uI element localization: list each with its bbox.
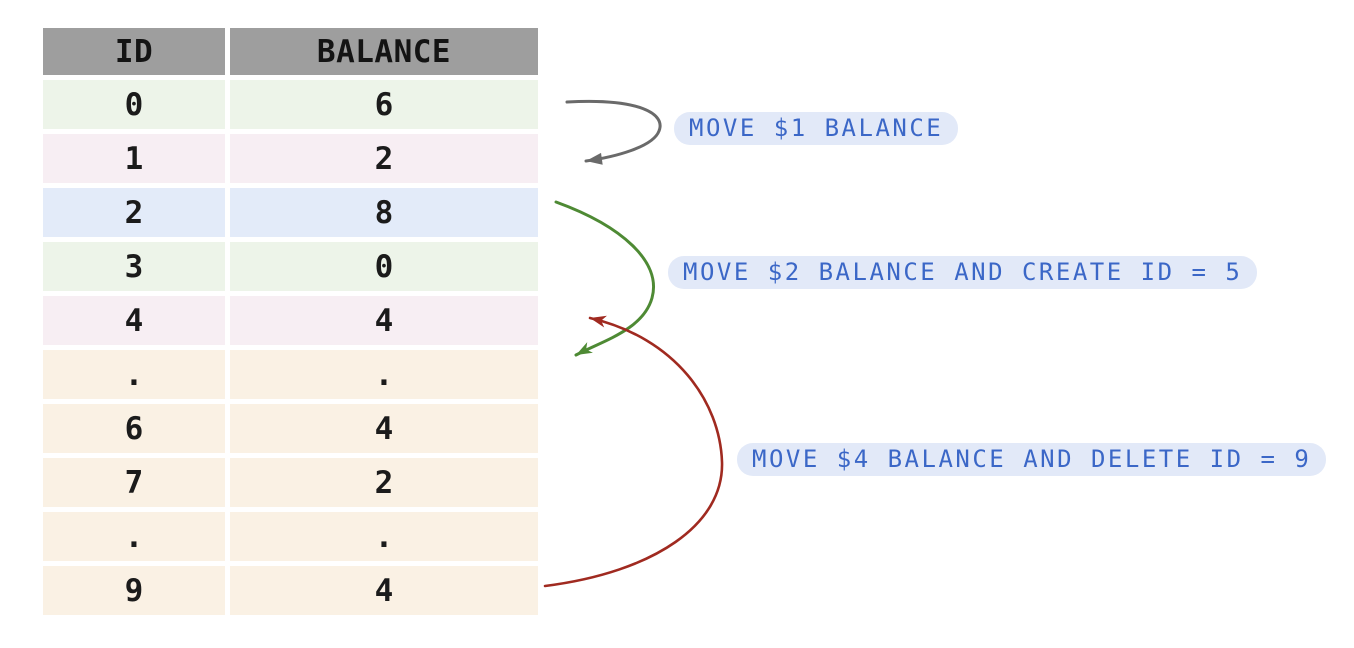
id-cell: . — [43, 512, 225, 561]
table-row: 1 2 — [43, 134, 538, 183]
id-cell: 0 — [43, 80, 225, 129]
move-1-arrow — [565, 99, 662, 165]
balance-table: ID BALANCE 0 6 1 2 2 8 3 0 4 4 . . — [43, 28, 538, 615]
id-cell: . — [43, 350, 225, 399]
table-row: 4 4 — [43, 296, 538, 345]
annotation-move-2-create-5: MOVE $2 BALANCE AND CREATE ID = 5 — [668, 256, 1258, 289]
annotation-move-1: MOVE $1 BALANCE — [674, 112, 959, 145]
id-cell: 4 — [43, 296, 225, 345]
table-row: 7 2 — [43, 458, 538, 507]
move-4-delete-9-arrow — [543, 315, 724, 588]
table-row: 9 4 — [43, 566, 538, 615]
table-row: 0 6 — [43, 80, 538, 129]
balance-cell: 2 — [230, 458, 538, 507]
column-header-balance: BALANCE — [230, 28, 538, 75]
table-row: 2 8 — [43, 188, 538, 237]
table-row: 6 4 — [43, 404, 538, 453]
balance-cell: 4 — [230, 404, 538, 453]
table-row: . . — [43, 350, 538, 399]
id-cell: 9 — [43, 566, 225, 615]
column-header-id: ID — [43, 28, 225, 75]
balance-cell: 2 — [230, 134, 538, 183]
table-header-row: ID BALANCE — [43, 28, 538, 75]
balance-cell: 6 — [230, 80, 538, 129]
table-row: 3 0 — [43, 242, 538, 291]
balance-cell: 4 — [230, 296, 538, 345]
table-body: 0 6 1 2 2 8 3 0 4 4 . . 6 4 — [43, 80, 538, 615]
table-row: . . — [43, 512, 538, 561]
balance-cell: 0 — [230, 242, 538, 291]
id-cell: 7 — [43, 458, 225, 507]
id-cell: 2 — [43, 188, 225, 237]
balance-cell: 4 — [230, 566, 538, 615]
move-2-create-5-arrow — [554, 200, 655, 357]
id-cell: 6 — [43, 404, 225, 453]
balance-cell: . — [230, 512, 538, 561]
annotation-move-4-delete-9: MOVE $4 BALANCE AND DELETE ID = 9 — [737, 443, 1327, 476]
balance-cell: 8 — [230, 188, 538, 237]
balance-cell: . — [230, 350, 538, 399]
id-cell: 1 — [43, 134, 225, 183]
id-cell: 3 — [43, 242, 225, 291]
